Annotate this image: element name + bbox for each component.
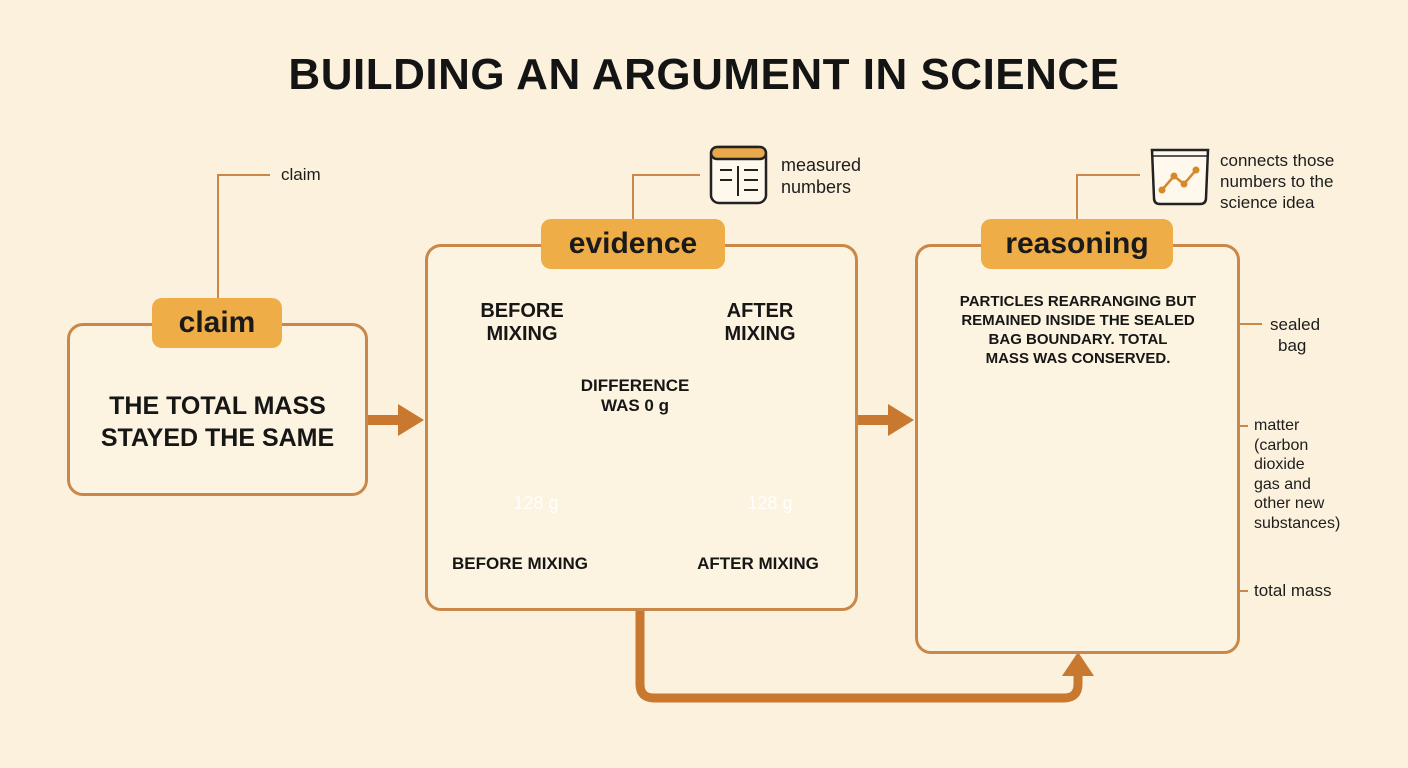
heading-line: AFTER <box>726 300 794 322</box>
difference-line: DIFFERENCE <box>580 376 690 395</box>
label-line: gas and <box>1254 475 1311 493</box>
claim-panel <box>67 323 368 496</box>
reasoning-line: REMAINED INSIDE THE SEALED <box>961 312 1195 329</box>
sealed-bag-label: sealed bag <box>1270 314 1320 356</box>
reasoning-panel <box>915 244 1240 654</box>
label-line: bag <box>1278 336 1307 355</box>
evidence-callout-leader <box>632 174 700 220</box>
claim-callout-leader <box>217 174 270 298</box>
heading-line: BEFORE <box>480 300 564 322</box>
reasoning-callout-line: connects those <box>1220 151 1335 170</box>
reasoning-callout-line: numbers to the <box>1220 172 1334 191</box>
label-line: substances) <box>1254 514 1341 532</box>
scale-before-reading: 128 g <box>513 493 559 513</box>
reasoning-line: PARTICLES REARRANGING BUT <box>959 293 1197 310</box>
before-mixing-heading: BEFORE MIXING <box>452 300 592 346</box>
label-line: other new <box>1254 495 1325 512</box>
claim-callout-label: claim <box>281 165 321 184</box>
after-mixing-caption: AFTER MIXING <box>697 554 819 573</box>
claim-statement-line: STAYED THE SAME <box>100 424 335 452</box>
evidence-callout-label: measured numbers <box>781 154 861 198</box>
table-icon <box>709 145 768 205</box>
claim-tag: claim <box>152 298 282 348</box>
heading-line: MIXING <box>486 323 558 345</box>
arrow-evidence-loop-to-reasoning <box>635 610 1094 703</box>
label-line: matter <box>1254 417 1300 434</box>
arrow-evidence-to-reasoning <box>857 404 914 436</box>
reasoning-callout-label: connects those numbers to the science id… <box>1220 150 1334 213</box>
reasoning-statement: PARTICLES REARRANGING BUT REMAINED INSID… <box>920 292 1236 368</box>
evidence-callout-line: numbers <box>781 177 852 197</box>
bag-graph-icon <box>1150 148 1210 206</box>
difference-note: DIFFERENCE WAS 0 g <box>568 376 702 416</box>
total-mass-label: total mass <box>1254 581 1332 600</box>
reasoning-callout-line: science idea <box>1220 193 1315 212</box>
reasoning-tag: reasoning <box>981 219 1173 269</box>
evidence-panel <box>425 244 858 611</box>
evidence-tag: evidence <box>541 219 725 269</box>
page-title: BUILDING AN ARGUMENT IN SCIENCE <box>288 50 1120 99</box>
reasoning-callout-leader <box>1076 174 1140 220</box>
before-mixing-caption: BEFORE MIXING <box>451 554 588 573</box>
heading-line: MIXING <box>724 323 796 345</box>
claim-statement: THE TOTAL MASS STAYED THE SAME <box>67 390 368 454</box>
claim-statement-line: THE TOTAL MASS <box>109 392 326 420</box>
matter-label: matter (carbon dioxide gas and other new… <box>1254 416 1340 533</box>
scale-after-reading: 128 g <box>747 493 793 513</box>
reasoning-line: BAG BOUNDARY. TOTAL <box>988 331 1168 348</box>
label-line: dioxide <box>1254 456 1305 473</box>
arrow-claim-to-evidence <box>368 404 424 436</box>
after-mixing-heading: AFTER MIXING <box>690 300 830 346</box>
difference-line: WAS 0 g <box>600 396 669 415</box>
reasoning-line: MASS WAS CONSERVED. <box>985 350 1171 367</box>
label-line: (carbon <box>1254 436 1309 454</box>
label-line: sealed <box>1270 315 1321 334</box>
evidence-callout-line: measured <box>781 155 862 175</box>
